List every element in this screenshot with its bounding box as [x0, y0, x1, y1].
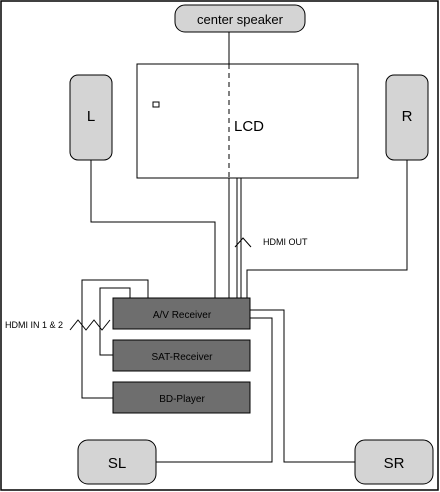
center-speaker: center speaker	[174, 4, 306, 33]
surround-right-cable	[250, 309, 355, 463]
surround-right-speaker: SR	[354, 439, 434, 485]
speaker-right: R	[385, 74, 429, 161]
lcd-indicator-icon	[152, 101, 160, 108]
hdmi-in-label: HDMI IN 1 & 2	[5, 320, 63, 330]
av-receiver: A/V Receiver	[112, 297, 251, 330]
av-receiver-label: A/V Receiver	[153, 310, 212, 321]
speaker-left: L	[69, 74, 113, 161]
bd-hdmi-in-cable	[81, 279, 149, 399]
hdmi-out-marker	[234, 237, 252, 248]
speaker-right-label: R	[402, 108, 413, 125]
lcd-label: LCD	[234, 118, 264, 135]
surround-right-label: SR	[384, 455, 405, 472]
left-speaker-cable	[90, 160, 216, 298]
wires	[69, 32, 408, 463]
sat-hdmi-in-cable	[99, 287, 131, 356]
sat-receiver: SAT-Receiver	[112, 339, 251, 372]
bd-player-label: BD-Player	[159, 394, 205, 405]
hdmi-out-label: HDMI OUT	[263, 237, 308, 247]
bd-player: BD-Player	[112, 381, 251, 414]
surround-left-label: SL	[108, 455, 126, 472]
hdmi-in-marker	[69, 319, 111, 331]
center-speaker-label: center speaker	[197, 12, 284, 27]
speaker-left-label: L	[87, 108, 95, 125]
sat-receiver-label: SAT-Receiver	[152, 352, 214, 363]
right-speaker-cable	[246, 160, 408, 298]
surround-left-cable	[156, 317, 273, 463]
lcd-screen: LCD	[136, 63, 359, 179]
surround-left-speaker: SL	[77, 439, 157, 485]
